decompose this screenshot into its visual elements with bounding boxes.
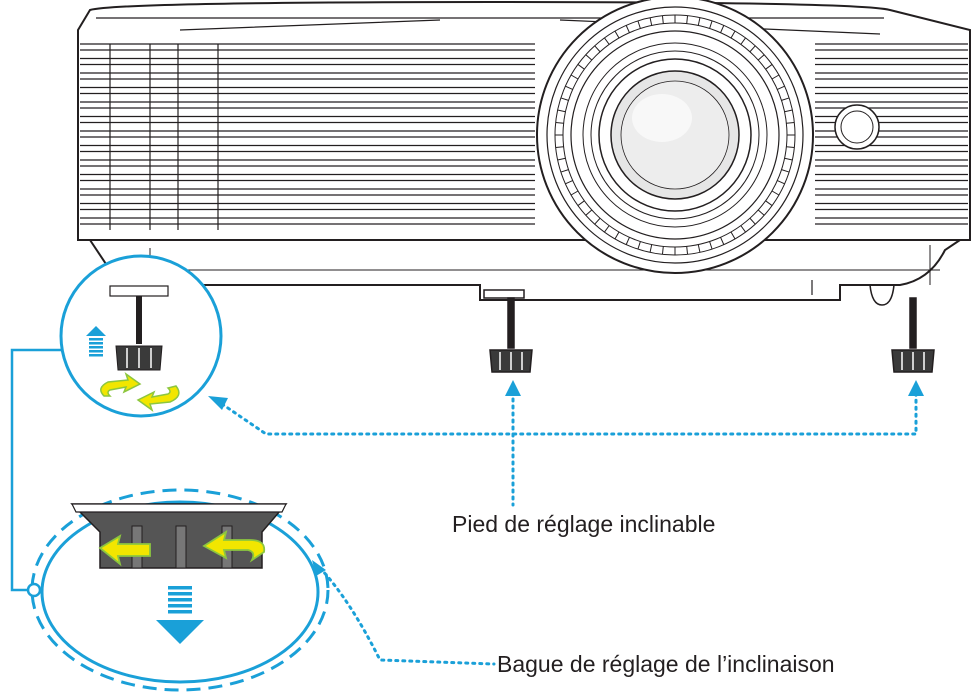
zoom-circle-small	[59, 254, 223, 418]
callout-arrowheads	[208, 380, 924, 576]
tilt-foot-middle	[483, 289, 533, 373]
rotate-arrows-icon	[100, 372, 180, 412]
callout-leader-ring	[318, 566, 496, 666]
tilt-foot-right	[891, 297, 935, 373]
ventilation-grille	[80, 43, 968, 230]
tilt-ring-label: Bague de réglage de l’inclinaison	[497, 651, 835, 677]
projector-body	[77, 0, 971, 306]
down-arrow-icon	[156, 586, 204, 644]
zoom-connector-line	[10, 348, 62, 598]
tilt-foot-label: Pied de réglage inclinable	[452, 511, 716, 537]
zoom-circle-large	[30, 488, 330, 692]
callout-leader-foot	[220, 390, 918, 507]
up-arrow-icon	[86, 326, 106, 357]
rotate-arrows-icon	[98, 530, 266, 567]
ir-sensor	[834, 104, 880, 150]
lens-focus-ring	[555, 15, 795, 255]
projector-lens	[536, 0, 814, 274]
